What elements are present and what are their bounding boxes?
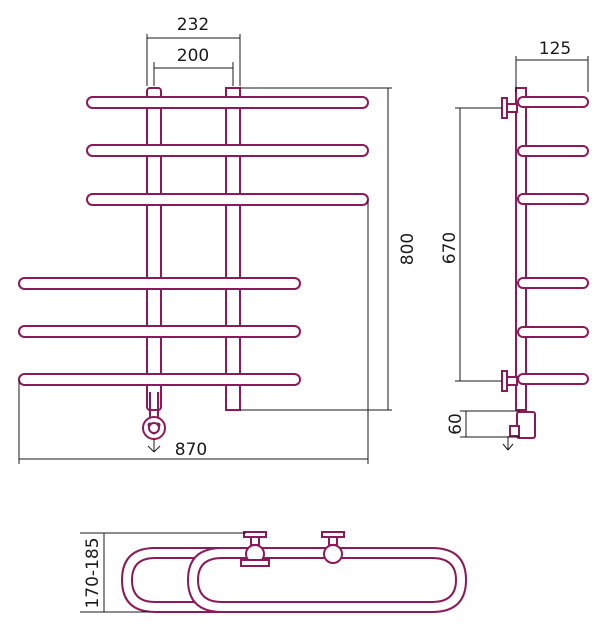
heater-connector	[142, 392, 166, 453]
lower-bar-2	[18, 325, 301, 338]
dimension-232: 232	[146, 15, 241, 86]
side-view: 125 670 60	[440, 39, 589, 451]
side-bar-4	[517, 277, 589, 289]
dimension-label-800: 800	[398, 233, 418, 265]
front-view: 232 200 800 870	[18, 15, 418, 464]
right-riser	[225, 87, 241, 411]
dimension-label-125: 125	[539, 39, 571, 59]
side-bar-1	[517, 96, 589, 108]
dimension-670: 670	[440, 107, 502, 382]
lower-bar-1	[18, 277, 301, 290]
dimension-125: 125	[515, 39, 589, 92]
dimension-label-170-185: 170-185	[83, 537, 103, 608]
upper-bar-1	[86, 96, 369, 109]
top-loop-right-inner	[196, 557, 458, 603]
side-bar-2	[517, 145, 589, 157]
dimension-800: 800	[240, 87, 418, 411]
dimension-label-670: 670	[440, 232, 460, 264]
wall-mount-bottom	[501, 370, 518, 392]
dimension-label-200: 200	[177, 46, 209, 66]
dimension-170-185: 170-185	[80, 532, 246, 613]
lower-bar-3	[18, 373, 301, 386]
side-bar-5	[517, 326, 589, 338]
dimension-870: 870	[18, 200, 369, 464]
dimension-200: 200	[153, 46, 234, 86]
upper-bar-2	[86, 144, 369, 157]
side-heater	[502, 411, 536, 451]
dimension-label-232: 232	[177, 15, 209, 35]
wall-mount-top	[501, 97, 518, 119]
side-bar-6	[517, 373, 589, 385]
dimension-label-60: 60	[446, 413, 466, 435]
side-bar-3	[517, 193, 589, 205]
top-view: 170-185	[80, 531, 468, 613]
left-riser	[146, 87, 162, 411]
upper-bar-3	[86, 193, 369, 206]
top-mount-right	[321, 531, 345, 564]
side-riser	[515, 87, 527, 411]
top-mount-left	[240, 531, 270, 567]
dimension-label-870: 870	[175, 440, 207, 460]
dimension-60: 60	[446, 410, 520, 438]
